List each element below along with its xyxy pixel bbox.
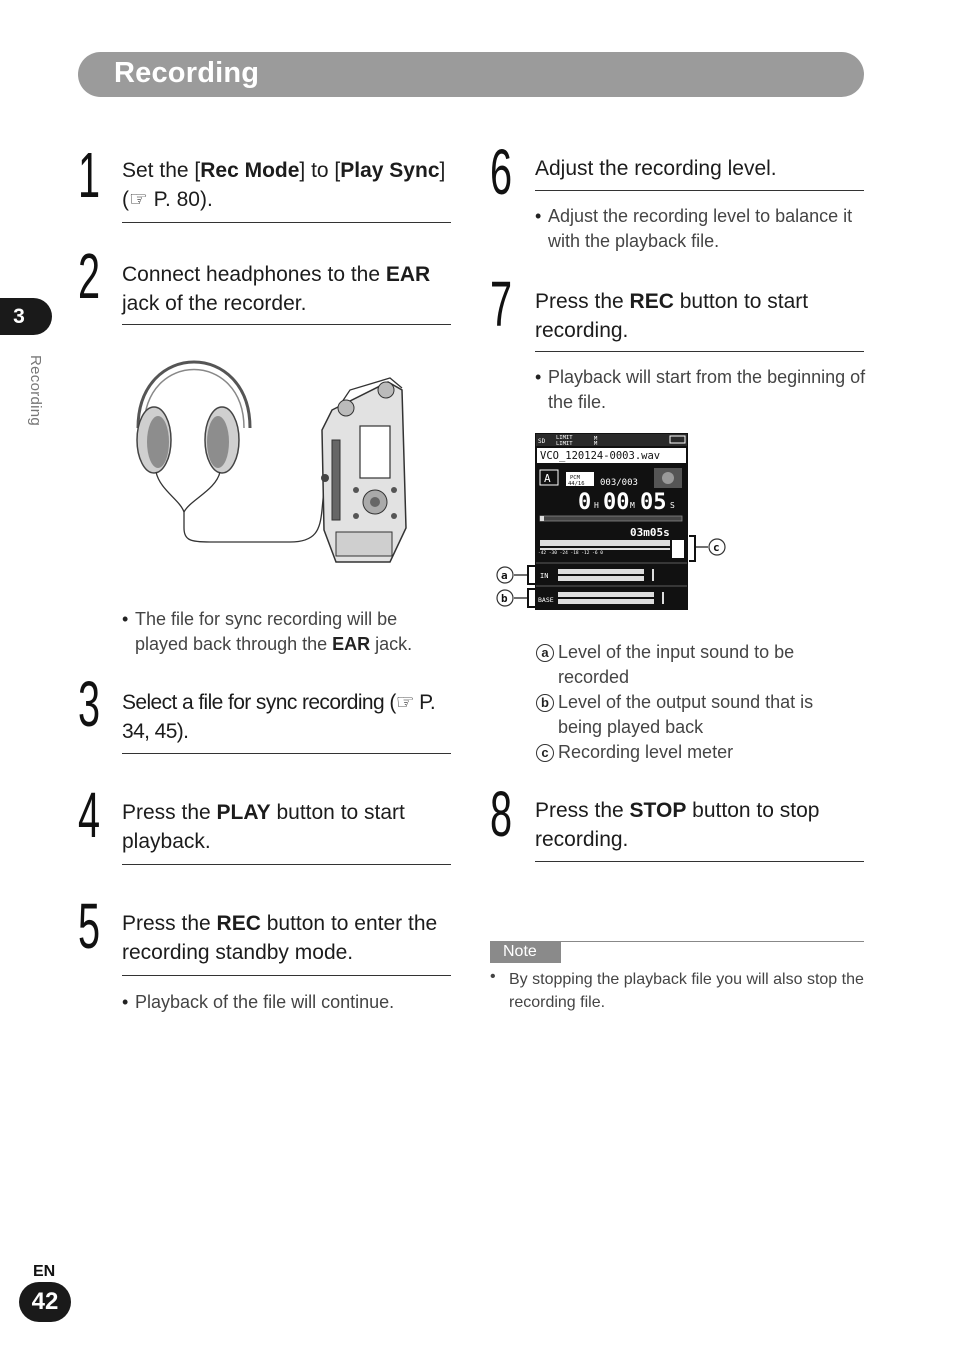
svg-text:03m05s: 03m05s — [630, 526, 670, 539]
svg-text:H: H — [594, 501, 599, 510]
divider — [122, 222, 451, 223]
svg-text:a: a — [501, 569, 508, 582]
language-label: EN — [33, 1263, 56, 1280]
step-number: 1 — [78, 139, 101, 211]
divider — [122, 975, 451, 976]
recorder-screen: SD LIMIT LIMIT M M VCO_120124-0003.wav A… — [496, 433, 726, 610]
label-c-icon: c — [536, 744, 554, 762]
label-a-icon: a — [536, 644, 554, 662]
svg-text:003/003: 003/003 — [600, 478, 638, 488]
step-number: 7 — [490, 268, 513, 340]
svg-text:00: 00 — [603, 490, 630, 515]
step-6-text: Adjust the recording level. — [535, 157, 777, 180]
note-divider — [561, 941, 864, 942]
svg-text:IN: IN — [540, 572, 548, 580]
svg-text:VCO_120124-0003.wav: VCO_120124-0003.wav — [540, 450, 660, 462]
step-4-text: Press the PLAY button to start playback. — [122, 801, 405, 853]
step-number: 4 — [78, 779, 101, 851]
svg-text:A: A — [544, 472, 551, 485]
page-title: Recording — [114, 57, 260, 89]
chapter-number: 3 — [13, 305, 25, 328]
svg-text:0: 0 — [578, 490, 591, 515]
step-7-note: •Playback will start from the beginning … — [535, 367, 866, 412]
divider — [122, 864, 451, 865]
svg-text:b: b — [501, 592, 508, 605]
svg-text:c: c — [713, 541, 720, 554]
divider — [122, 324, 451, 325]
step-number: 8 — [490, 778, 513, 850]
step-5-text: Press the REC button to enter the record… — [122, 912, 438, 964]
svg-text:LIMIT: LIMIT — [556, 441, 573, 447]
note-bullet: • — [490, 968, 496, 985]
step-3-text: Select a file for sync recording (☞ P. 3… — [122, 691, 436, 743]
svg-text:44/16: 44/16 — [568, 481, 585, 487]
divider — [535, 190, 864, 191]
note-label: Note — [490, 941, 561, 963]
divider — [535, 861, 864, 862]
step-5-note: •Playback of the file will continue. — [122, 992, 395, 1012]
svg-text:SD: SD — [538, 438, 546, 445]
svg-text:PCM: PCM — [570, 475, 581, 481]
page-number: 42 — [19, 1282, 71, 1322]
svg-text:M: M — [594, 436, 598, 442]
step-number: 2 — [78, 240, 101, 312]
divider — [535, 351, 864, 352]
svg-text:BASE: BASE — [538, 596, 554, 604]
step-number: 3 — [78, 668, 101, 740]
divider — [122, 753, 451, 754]
step-1-text: Set the [Rec Mode] to [Play Sync] (☞ P. … — [122, 159, 446, 211]
step-number: 6 — [490, 136, 513, 208]
step-2-note: •The file for sync recording will be pla… — [122, 609, 413, 654]
chapter-tab: 3 — [0, 298, 52, 335]
step-7-text: Press the REC button to start recording. — [535, 290, 809, 342]
svg-text:05: 05 — [640, 490, 667, 515]
svg-text:M: M — [594, 441, 598, 447]
chapter-label: Recording — [27, 355, 44, 427]
step-8-text: Press the STOP button to stop recording. — [535, 799, 820, 851]
svg-text:-42 -30 -24 -18 -12 -6 0: -42 -30 -24 -18 -12 -6 0 — [538, 550, 603, 556]
headphones-recorder-illustration — [136, 360, 407, 563]
label-b-icon: b — [536, 694, 554, 712]
svg-text:M: M — [630, 501, 635, 510]
note-text: By stopping the playback file you will a… — [509, 971, 864, 1011]
section-banner: Recording — [78, 52, 864, 97]
step-2-text: Connect headphones to the EAR jack of th… — [122, 263, 431, 315]
step-number: 5 — [78, 890, 101, 962]
svg-text:S: S — [670, 501, 675, 510]
step-6-note: •Adjust the recording level to balance i… — [535, 206, 853, 251]
svg-text:LIMIT: LIMIT — [556, 435, 573, 441]
